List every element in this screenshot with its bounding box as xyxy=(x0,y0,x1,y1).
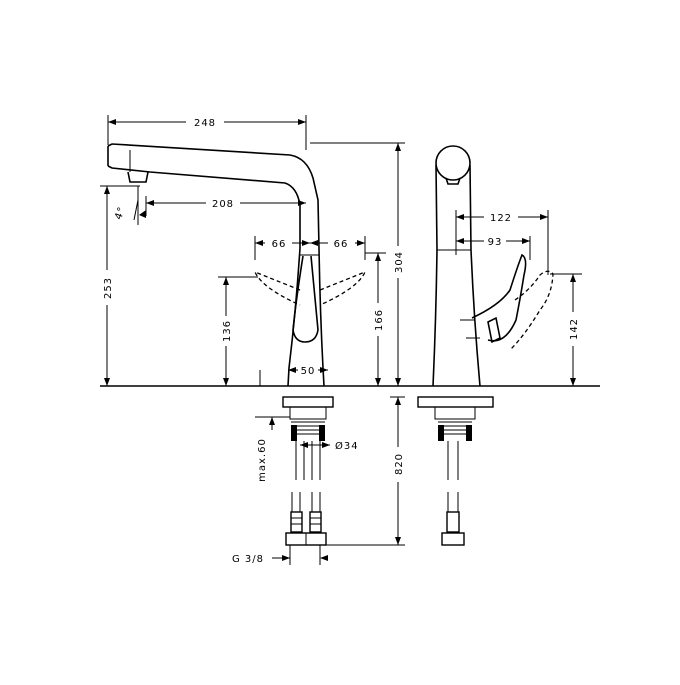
front-view xyxy=(107,143,367,546)
side-handle-knob xyxy=(487,316,501,344)
dim-122: 122 xyxy=(490,213,512,224)
dim-66-left: 66 xyxy=(272,239,287,250)
dim-diameter-34: Ø34 xyxy=(335,440,359,452)
mount-nut xyxy=(289,406,327,420)
dimension-labels: 248 208 66 66 253 136 166 304 50 Ø34 max… xyxy=(103,118,580,565)
threaded-shank xyxy=(291,421,325,441)
dim-253: 253 xyxy=(103,277,114,299)
dim-304: 304 xyxy=(394,251,405,273)
dim-93: 93 xyxy=(488,237,503,248)
supply-hoses xyxy=(285,441,327,546)
side-base-plate xyxy=(417,396,494,408)
spout-end-circle xyxy=(435,145,471,181)
dim-66-right: 66 xyxy=(334,239,349,250)
base-plate xyxy=(282,396,334,408)
side-hoses xyxy=(441,441,465,546)
side-handle-swing xyxy=(509,270,554,351)
handle-swing-right xyxy=(319,270,367,306)
side-threaded-shank xyxy=(438,421,472,441)
side-body-left xyxy=(432,164,438,387)
dim-820: 820 xyxy=(394,453,405,475)
side-body-right xyxy=(469,164,481,387)
dim-166: 166 xyxy=(374,309,385,331)
side-handle xyxy=(471,253,527,342)
handle-swing-left xyxy=(253,270,301,306)
side-mount-nut xyxy=(434,406,476,420)
dim-142: 142 xyxy=(569,318,580,340)
spout-top-edge xyxy=(107,143,320,249)
dim-g-3-8: G 3/8 xyxy=(232,554,264,565)
dim-136: 136 xyxy=(222,320,233,342)
dim-spray-angle: 4° xyxy=(113,205,128,221)
aerator xyxy=(127,171,149,183)
dim-50: 50 xyxy=(301,366,316,377)
handle-lever xyxy=(292,255,319,343)
dim-248: 248 xyxy=(194,118,216,129)
dim-208: 208 xyxy=(212,199,234,210)
dim-max-60: max.60 xyxy=(257,438,268,482)
side-aerator xyxy=(445,177,461,185)
dimension-lines xyxy=(100,115,582,565)
side-view xyxy=(417,145,554,546)
body-right xyxy=(318,247,325,387)
